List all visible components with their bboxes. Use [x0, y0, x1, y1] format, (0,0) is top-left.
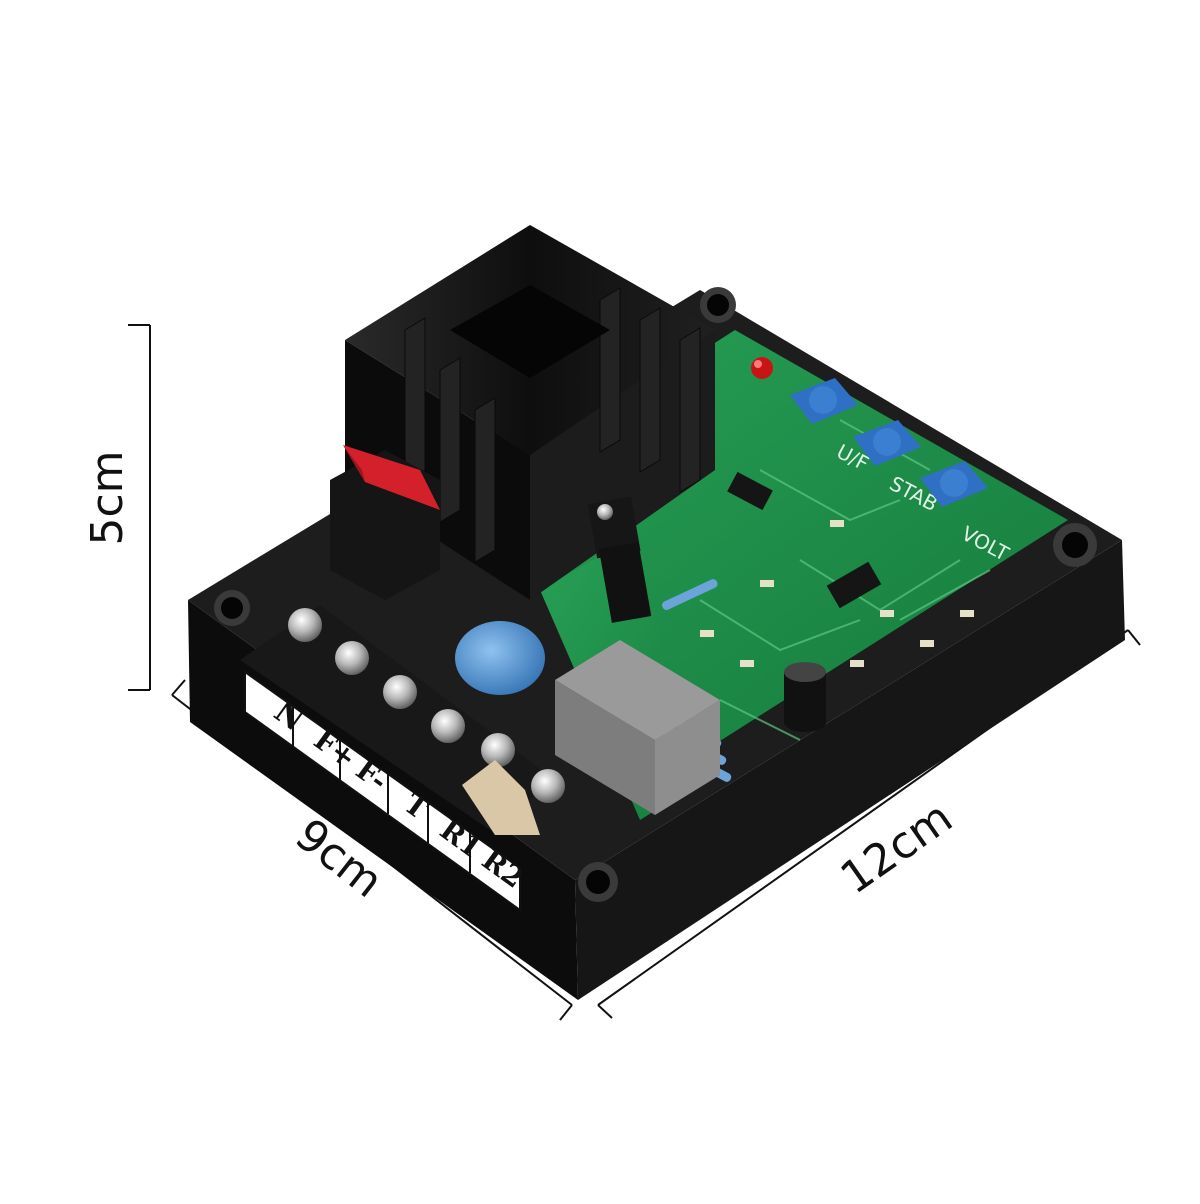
terminal-screw[interactable]	[431, 709, 465, 743]
mounting-hole	[578, 862, 618, 902]
terminal-block	[240, 605, 565, 912]
height-dimension: 5cm	[82, 324, 151, 691]
ceramic-capacitor	[455, 621, 545, 695]
trimmer-volt[interactable]: VOLT	[920, 461, 1013, 566]
electrolytic-capacitor	[784, 662, 826, 732]
ic-chip	[727, 471, 773, 511]
status-led	[751, 357, 773, 379]
height-label: 5cm	[82, 450, 133, 545]
mounting-hole	[1053, 523, 1097, 567]
mounting-hole	[700, 287, 736, 323]
heatsink	[345, 225, 715, 600]
power-transistor	[587, 496, 652, 623]
terminal-screw[interactable]	[481, 733, 515, 767]
terminal-screw[interactable]	[531, 769, 565, 803]
ic-chip	[826, 561, 882, 609]
terminal-screw[interactable]	[335, 641, 369, 675]
terminal-screw[interactable]	[383, 675, 417, 709]
terminal-screw[interactable]	[288, 608, 322, 642]
fuse-holder	[330, 445, 440, 600]
transformer	[555, 640, 720, 815]
metal-lug	[462, 760, 540, 835]
mounting-hole	[214, 590, 250, 626]
